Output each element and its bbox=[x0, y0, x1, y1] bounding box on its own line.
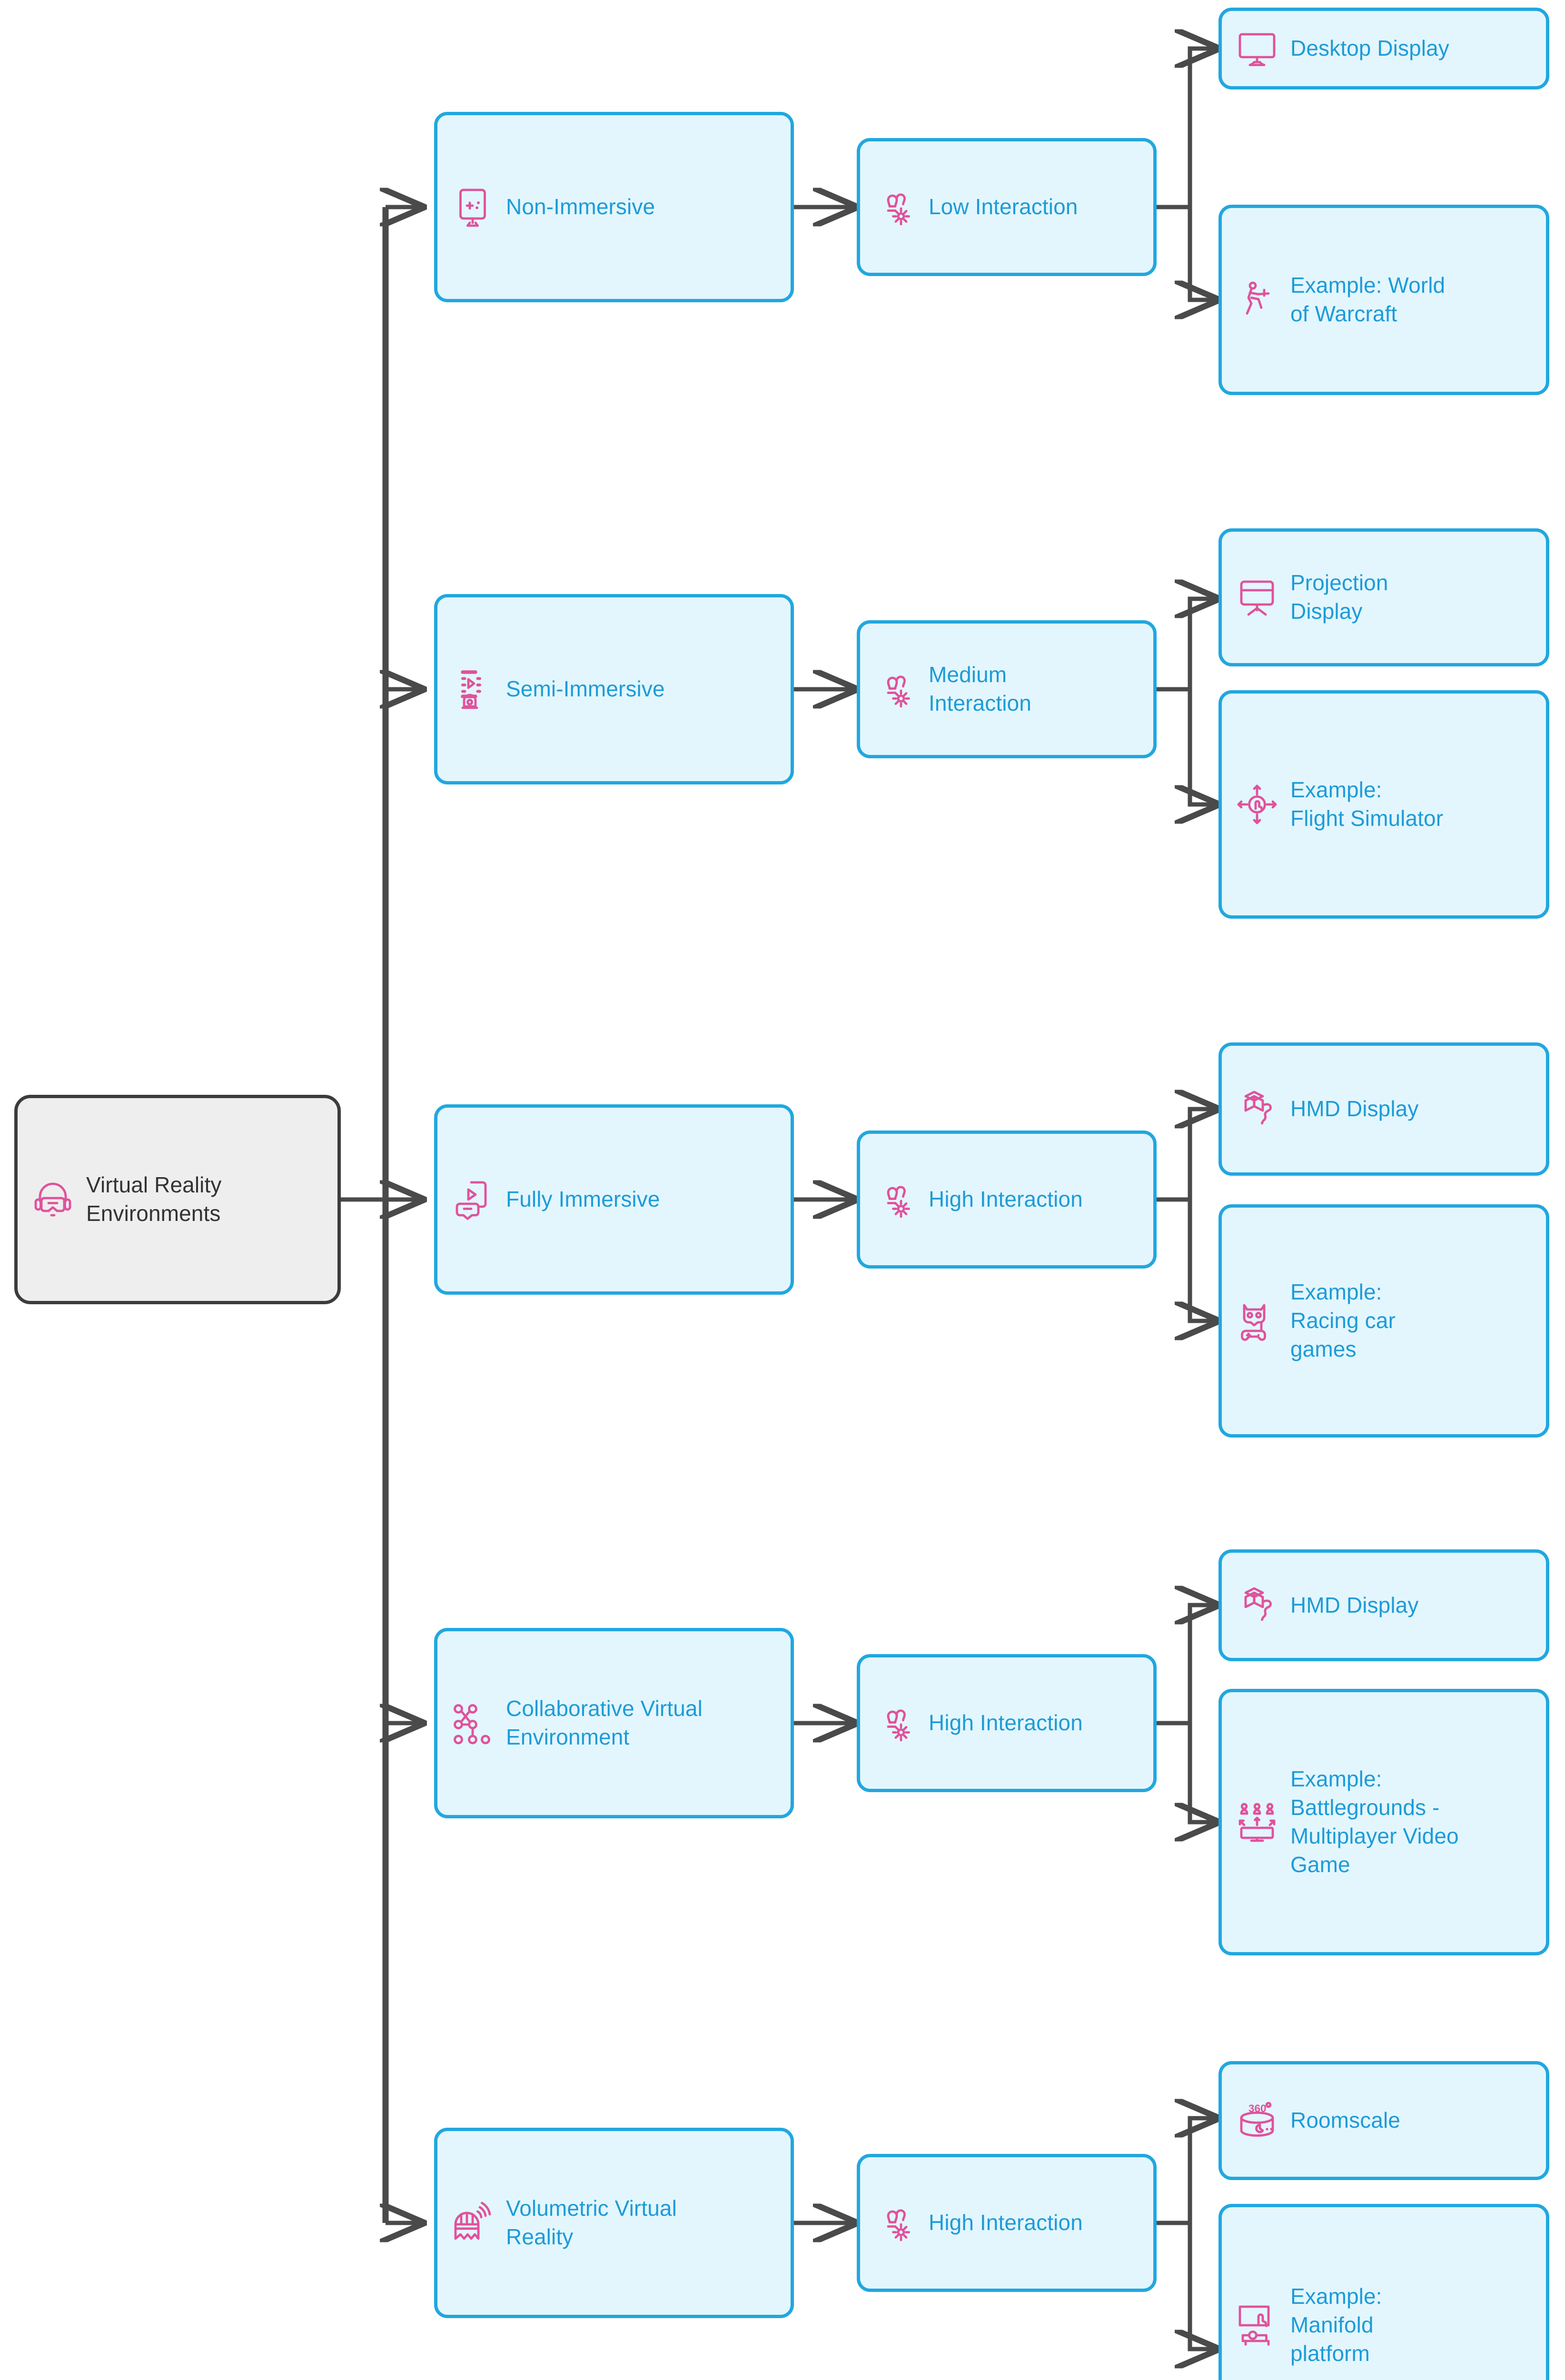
vr-gamepad-icon bbox=[1234, 1298, 1280, 1344]
node-outcome-roomscale[interactable]: 360 Roomscale bbox=[1218, 2061, 1549, 2180]
node-outcome-projection-display[interactable]: Projection Display bbox=[1218, 528, 1549, 666]
node-interaction-label: Low Interaction bbox=[929, 194, 1078, 219]
node-category-non-immersive[interactable]: Non-Immersive bbox=[434, 112, 794, 302]
edge-int2-out1 bbox=[1157, 599, 1218, 692]
node-outcome-hmd-display-2[interactable]: HMD Display bbox=[1218, 1549, 1549, 1661]
projector-screen-icon bbox=[450, 666, 495, 712]
users-gear-icon bbox=[872, 184, 918, 230]
edge-int1-out1 bbox=[1157, 49, 1218, 209]
node-outcome-label: Roomscale bbox=[1290, 2108, 1400, 2133]
node-outcome-label: HMD Display bbox=[1290, 1096, 1419, 1121]
node-interaction-high-2[interactable]: High Interaction bbox=[857, 1654, 1157, 1792]
node-outcome-label: Example: Racing car games bbox=[1290, 1279, 1396, 1361]
node-category-collaborative-virtual-environment[interactable]: Collaborative Virtual Environment bbox=[434, 1628, 794, 1818]
edge-int5-out1 bbox=[1157, 2118, 1218, 2225]
node-interaction-medium[interactable]: Medium Interaction bbox=[857, 620, 1157, 758]
node-interaction-label: Medium Interaction bbox=[929, 662, 1031, 715]
node-outcome-label: Example: Battlegrounds - Multiplayer Vid… bbox=[1290, 1766, 1459, 1877]
node-interaction-high-1[interactable]: High Interaction bbox=[857, 1130, 1157, 1269]
monitor-icon bbox=[1234, 26, 1280, 71]
node-category-label: Collaborative Virtual Environment bbox=[506, 1696, 703, 1749]
cube-headset-icon bbox=[1234, 1583, 1280, 1628]
users-gear-icon bbox=[872, 1177, 918, 1222]
node-category-fully-immersive[interactable]: Fully Immersive bbox=[434, 1104, 794, 1295]
vr-headset-icon bbox=[30, 1177, 76, 1222]
node-category-volumetric-virtual-reality[interactable]: Volumetric Virtual Reality bbox=[434, 2128, 794, 2318]
node-root-label: Virtual Reality Environments bbox=[86, 1172, 222, 1226]
edge-int3-out1 bbox=[1157, 1109, 1218, 1202]
node-interaction-high-3[interactable]: High Interaction bbox=[857, 2154, 1157, 2292]
node-interaction-label: High Interaction bbox=[929, 1187, 1083, 1212]
node-outcome-example-manifold-platform[interactable]: Example: Manifold platform bbox=[1218, 2204, 1549, 2380]
node-outcome-label: Example: Flight Simulator bbox=[1290, 777, 1444, 831]
edge-int1-out2 bbox=[1190, 207, 1218, 300]
360-room-icon: 360 bbox=[1234, 2098, 1280, 2143]
cube-headset-icon bbox=[1234, 1086, 1280, 1132]
projection-board-icon bbox=[1234, 575, 1280, 620]
node-outcome-desktop-display[interactable]: Desktop Display bbox=[1218, 8, 1549, 89]
node-interaction-label: High Interaction bbox=[929, 1710, 1083, 1735]
move-hand-icon bbox=[1234, 782, 1280, 827]
node-outcome-label: Example: Manifold platform bbox=[1290, 2284, 1382, 2366]
node-interaction-low[interactable]: Low Interaction bbox=[857, 138, 1157, 276]
node-outcome-example-battlegrounds[interactable]: Example: Battlegrounds - Multiplayer Vid… bbox=[1218, 1689, 1549, 1955]
node-interaction-label: High Interaction bbox=[929, 2210, 1083, 2235]
desktop-game-icon bbox=[450, 184, 495, 230]
node-outcome-label: HMD Display bbox=[1290, 1592, 1419, 1617]
node-category-semi-immersive[interactable]: Semi-Immersive bbox=[434, 594, 794, 784]
node-outcome-label: Projection Display bbox=[1290, 570, 1388, 624]
node-category-label: Non-Immersive bbox=[506, 194, 655, 219]
edge-int2-out2 bbox=[1190, 689, 1218, 804]
platform-screen-icon bbox=[1234, 2302, 1280, 2348]
users-gear-icon bbox=[872, 1700, 918, 1746]
vr-play-icon bbox=[450, 1177, 495, 1222]
users-gear-icon bbox=[872, 666, 918, 712]
node-outcome-hmd-display-1[interactable]: HMD Display bbox=[1218, 1042, 1549, 1176]
volumetric-signal-icon bbox=[450, 2200, 495, 2246]
users-gear-icon bbox=[872, 2200, 918, 2246]
network-nodes-icon bbox=[450, 1700, 495, 1746]
node-outcome-example-flight-simulator[interactable]: Example: Flight Simulator bbox=[1218, 690, 1549, 919]
node-category-label: Fully Immersive bbox=[506, 1187, 660, 1212]
node-outcome-label: Example: World of Warcraft bbox=[1290, 273, 1446, 326]
archer-player-icon bbox=[1234, 277, 1280, 323]
node-outcome-example-racing-car-games[interactable]: Example: Racing car games bbox=[1218, 1204, 1549, 1438]
edge-int5-out2 bbox=[1190, 2223, 1218, 2349]
edge-int3-out2 bbox=[1190, 1200, 1218, 1321]
node-category-label: Semi-Immersive bbox=[506, 676, 665, 702]
node-outcome-label: Desktop Display bbox=[1290, 36, 1449, 61]
node-outcome-example-world-of-warcraft[interactable]: Example: World of Warcraft bbox=[1218, 205, 1549, 395]
node-category-label: Volumetric Virtual Reality bbox=[506, 2196, 677, 2249]
multiplayer-screen-icon bbox=[1234, 1799, 1280, 1845]
node-root-virtual-reality-environments[interactable]: Virtual Reality Environments bbox=[14, 1095, 341, 1304]
edge-int4-out2 bbox=[1190, 1723, 1218, 1822]
edge-int4-out1 bbox=[1157, 1605, 1218, 1726]
